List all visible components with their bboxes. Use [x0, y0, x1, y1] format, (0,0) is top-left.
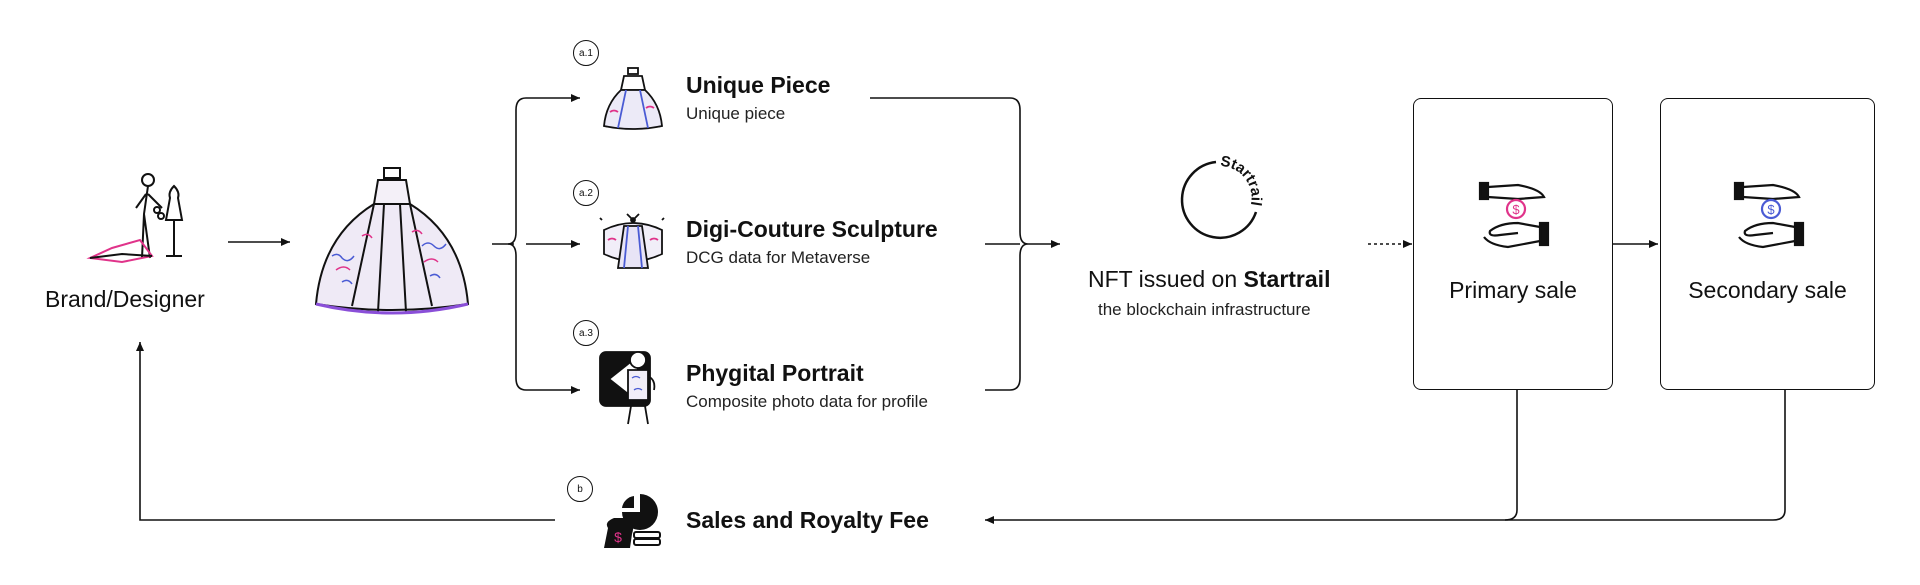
primary-sale-card: $ Primary sale — [1413, 98, 1613, 390]
startrail-logo-text: Startrail — [1219, 153, 1264, 207]
digi-couture-sculpture-icon — [598, 210, 668, 274]
nft-issued-prefix: NFT issued on — [1088, 266, 1244, 292]
svg-text:$: $ — [1767, 202, 1775, 217]
unique-piece-title: Unique Piece — [686, 72, 831, 98]
arrow-sales-to-royalty — [985, 390, 1786, 524]
badge-b: b — [567, 476, 593, 502]
svg-text:$: $ — [614, 529, 622, 545]
arrow-royalty-to-brand — [136, 342, 555, 521]
primary-sale-label: Primary sale — [1449, 277, 1577, 303]
royalty-fee-icon: $ — [600, 492, 664, 550]
brand-designer-label: Brand/Designer — [45, 286, 205, 312]
line-primary-down — [1504, 390, 1518, 521]
primary-sale-payment-icon: $ — [1478, 179, 1550, 253]
phygital-portrait-icon — [598, 348, 664, 426]
nft-issued-brand: Startrail — [1243, 266, 1331, 292]
phygital-portrait-subtitle: Composite photo data for profile — [686, 392, 928, 411]
secondary-sale-card: $ Secondary sale — [1660, 98, 1875, 390]
gown-illustration — [312, 166, 472, 316]
unique-piece-subtitle: Unique piece — [686, 104, 786, 123]
secondary-sale-payment-icon: $ — [1733, 179, 1805, 253]
badge-a3: a.3 — [573, 320, 599, 346]
startrail-logo: Startrail — [1172, 150, 1268, 246]
designer-icon — [82, 168, 212, 268]
digi-couture-title: Digi-Couture Sculpture — [686, 216, 938, 242]
nft-issued-line: NFT issued on Startrail — [1088, 266, 1330, 293]
phygital-portrait-title: Phygital Portrait — [686, 360, 864, 386]
unique-piece-gown-icon — [600, 66, 666, 130]
svg-text:Startrail: Startrail — [1219, 153, 1264, 207]
svg-text:$: $ — [1512, 202, 1520, 217]
startrail-subtitle: the blockchain infrastructure — [1098, 300, 1311, 319]
digi-couture-subtitle: DCG data for Metaverse — [686, 248, 871, 267]
brace-left — [507, 97, 527, 391]
secondary-sale-label: Secondary sale — [1688, 277, 1847, 303]
badge-a2: a.2 — [573, 180, 599, 206]
royalty-label: Sales and Royalty Fee — [686, 507, 929, 533]
badge-a1: a.1 — [573, 40, 599, 66]
